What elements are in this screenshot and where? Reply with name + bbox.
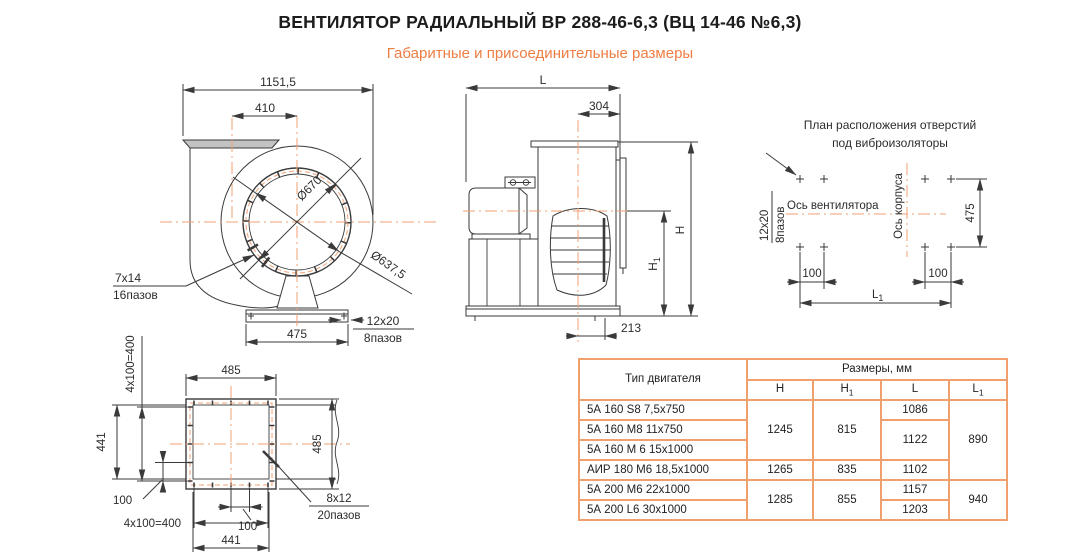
dimensions: L 304 H H1 213 (465, 73, 698, 340)
slots-size: 8x12 (327, 493, 352, 505)
dimensions-table: Тип двигателя Размеры, мм H H1 L L1 5А 1… (578, 358, 1008, 521)
motor-type-cell: 5А 160 М 6 15x1000 (578, 439, 748, 461)
motor-type-cell: АИР 180 М6 18,5x1000 (578, 459, 748, 481)
dim-inlet-offset: 304 (589, 99, 609, 113)
col-header-h1: H1 (812, 379, 882, 401)
dimensions: 485 485 441 4x100=400 100 441 4x100=400 (96, 335, 369, 552)
dim-pitch-left: 100 (802, 268, 821, 280)
dim-total-width: 1151,5 (260, 75, 296, 89)
sizes-header: Размеры, мм (746, 358, 1008, 381)
case-axis-label: Ось корпуса (893, 172, 905, 238)
table-row: 5А 200 М6 22x1000 1285 855 1157 940 (578, 479, 1008, 521)
dim-height1: H1 (646, 257, 662, 271)
fan-axis-label: Ось вентилятора (787, 200, 879, 212)
dim-width: 475 (965, 203, 977, 222)
dimensions: 475 100 100 L1 (787, 178, 987, 308)
flange-plan-drawing: 485 485 441 4x100=400 100 441 4x100=400 (96, 335, 369, 552)
table-row: 5А 160 М8 11x750 1122 (578, 419, 1007, 461)
impeller (549, 208, 611, 296)
base-frame (465, 305, 621, 317)
inlet-flange (530, 140, 619, 148)
h1-cell: 815 (812, 399, 882, 461)
dim-pitch-bottom: 100 (238, 521, 257, 533)
h-cell: 1245 (746, 399, 814, 461)
slot-size-label: 12x20 8пазов (759, 191, 787, 243)
dim-length-l1: L1 (872, 289, 883, 303)
base-slots-count: 8пазов (364, 331, 402, 345)
page-title: ВЕНТИЛЯТОР РАДИАЛЬНЫЙ ВР 288-46-6,3 (ВЦ … (278, 12, 802, 32)
col-header-h: H (746, 379, 814, 401)
l1-cell: 940 (948, 479, 1008, 521)
dimensions: 1151,5 410 Ø670 Ø637,5 7x14 16пазов 475 … (113, 75, 414, 346)
l-cell: 1086 (880, 399, 950, 421)
page-subtitle: Габаритные и присоединительные размеры (386, 45, 694, 62)
side-view-drawing: L 304 H H1 213 (463, 73, 698, 342)
inlet-slots-count: 16пазов (113, 288, 158, 302)
motor-type-cell: 5А 200 L6 30x1000 (578, 499, 748, 521)
h1-cell: 855 (812, 479, 882, 521)
slots-count: 20пазов (318, 510, 361, 522)
motor-type-header: Тип двигателя (578, 358, 748, 401)
h-cell: 1285 (746, 479, 814, 521)
centerlines (463, 120, 637, 342)
dim-height: H (673, 226, 687, 235)
dim-row-left: 4x100=400 (125, 335, 137, 392)
centerlines (170, 386, 350, 504)
hole-plan-drawing: План расположения отверстий под виброизо… (759, 118, 987, 308)
l-cell: 1203 (880, 499, 950, 521)
inlet-slots-size: 7x14 (115, 271, 141, 285)
dim-pitch-left: 100 (113, 495, 132, 507)
hole-plan-title-line1: План расположения отверстий (804, 118, 976, 132)
col-header-l1: L1 (948, 379, 1008, 401)
dim-row-bottom: 4x100=400 (124, 518, 181, 530)
table-row: 5А 160 S8 7,5x750 1245 815 1086 890 (578, 399, 1008, 481)
motor-feet (471, 233, 531, 240)
col-header-l: L (880, 379, 950, 401)
dim-axis-offset: 213 (621, 321, 641, 335)
dim-inlet-offset: 410 (255, 101, 275, 115)
base-slot-marks (248, 312, 347, 320)
svg-text:12x20: 12x20 (759, 210, 771, 241)
motor-type-cell: 5А 160 М8 11x750 (578, 419, 748, 441)
svg-text:8пазов: 8пазов (775, 206, 787, 243)
fan-side-outline (465, 140, 627, 321)
motor-type-cell: 5А 200 М6 22x1000 (578, 479, 748, 501)
h1-cell: 835 (812, 459, 882, 481)
dim-top: 485 (221, 365, 240, 377)
hole-crosses (796, 175, 955, 251)
motor-type-cell: 5А 160 S8 7,5x750 (578, 399, 748, 421)
dim-bolt-circle-dia: Ø637,5 (368, 248, 409, 282)
l-cell: 1157 (880, 479, 950, 501)
dim-length: L (540, 73, 547, 87)
table-row: АИР 180 М6 18,5x1000 1265 835 1102 (578, 459, 1007, 481)
centerlines (786, 163, 946, 257)
hole-plan-title-line2: под виброизоляторы (832, 136, 948, 150)
dim-right: 485 (312, 434, 324, 453)
dim-pitch-right: 100 (928, 268, 947, 280)
slot-leader (765, 152, 797, 176)
dim-base: 475 (287, 327, 307, 341)
front-view-drawing: 1151,5 410 Ø670 Ø637,5 7x14 16пазов 475 … (113, 75, 440, 346)
motor-pedestal (468, 238, 539, 307)
base-slots-size: 12x20 (367, 314, 400, 328)
break-line (334, 399, 340, 485)
table-row: 5А 160 М 6 15x1000 (578, 439, 1007, 461)
dim-bottom: 441 (221, 535, 240, 547)
h-cell: 1265 (746, 459, 814, 481)
slot-symbol (262, 450, 280, 468)
l-cell: 1102 (880, 459, 950, 481)
table-row: 5А 200 L6 30x1000 1203 (578, 499, 1007, 521)
l1-cell: 890 (948, 399, 1008, 481)
l-cell: 1122 (880, 419, 950, 461)
outlet-flange-strip (619, 157, 627, 269)
dim-left: 441 (96, 432, 108, 451)
